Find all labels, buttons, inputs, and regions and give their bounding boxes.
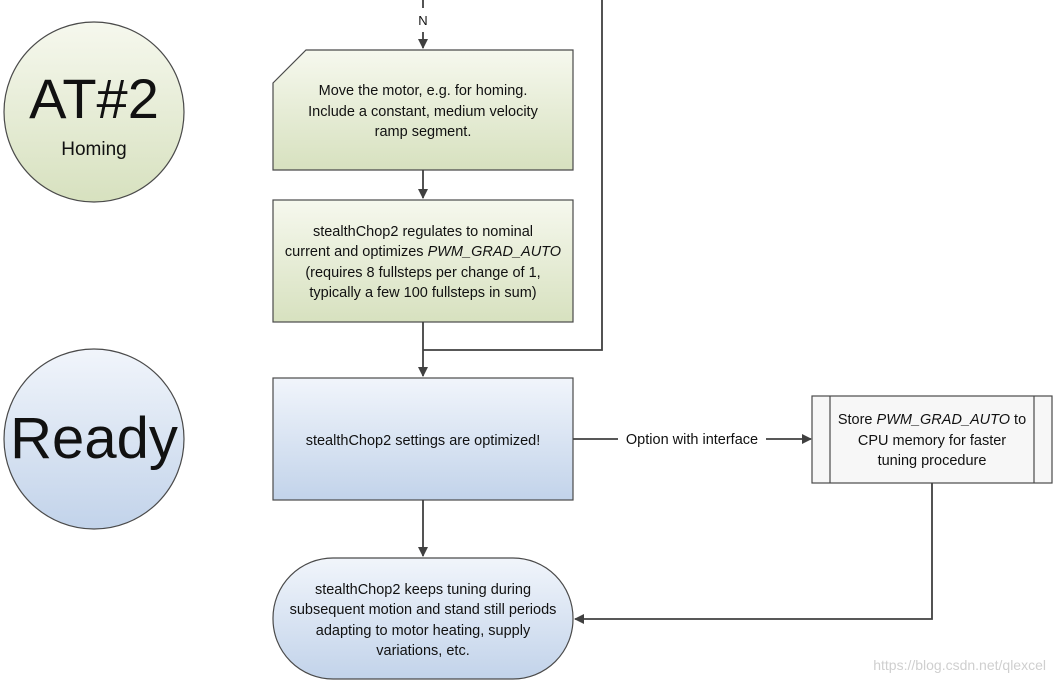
optimized-text: stealthChop2 settings are optimized! xyxy=(306,433,541,449)
phase-title-at2: AT#2 xyxy=(29,67,159,130)
move-motor-line-3: ramp segment. xyxy=(375,124,472,140)
arrow-store-to-keeps xyxy=(574,483,933,624)
terminator-keeps-tuning: stealthChop2 keeps tuning during subsequ… xyxy=(272,557,574,680)
box-regulate: stealthChop2 regulates to nominal curren… xyxy=(272,199,574,323)
connector-loop-right xyxy=(423,0,603,351)
keeps-line-2: subsequent motion and stand still period… xyxy=(290,602,557,618)
phase-circle-at2: AT#2 Homing xyxy=(3,21,185,203)
box-store: Store PWM_GRAD_AUTO to CPU memory for fa… xyxy=(811,395,1053,484)
regulate-line-4: typically a few 100 fullsteps in sum) xyxy=(309,285,536,301)
regulate-line-3: (requires 8 fullsteps per change of 1, xyxy=(305,265,540,281)
connector-option-interface: Option with interface xyxy=(573,432,812,448)
box-optimized: stealthChop2 settings are optimized! xyxy=(272,377,574,501)
phase-title-ready: Ready xyxy=(10,406,178,471)
move-motor-line-2: Include a constant, medium velocity xyxy=(308,104,538,120)
phase-circle-ready: Ready xyxy=(3,348,185,530)
option-label: Option with interface xyxy=(626,432,758,448)
store-line-2: CPU memory for faster xyxy=(858,433,1006,449)
watermark: https://blog.csdn.net/qlexcel xyxy=(873,657,1046,673)
phase-subtitle-homing: Homing xyxy=(61,139,126,160)
regulate-line-2: current and optimizes PWM_GRAD_AUTO xyxy=(285,244,561,260)
regulate-line-1: stealthChop2 regulates to nominal xyxy=(313,224,533,240)
keeps-line-4: variations, etc. xyxy=(376,643,470,659)
move-motor-line-1: Move the motor, e.g. for homing. xyxy=(319,83,528,99)
store-line-1: Store PWM_GRAD_AUTO to xyxy=(838,412,1026,428)
connector-top-n: N xyxy=(418,0,428,49)
keeps-line-3: adapting to motor heating, supply xyxy=(316,623,531,639)
box-move-motor: Move the motor, e.g. for homing. Include… xyxy=(272,49,574,171)
branch-label-n: N xyxy=(418,13,427,28)
keeps-line-1: stealthChop2 keeps tuning during xyxy=(315,582,531,598)
store-line-3: tuning procedure xyxy=(878,453,987,469)
